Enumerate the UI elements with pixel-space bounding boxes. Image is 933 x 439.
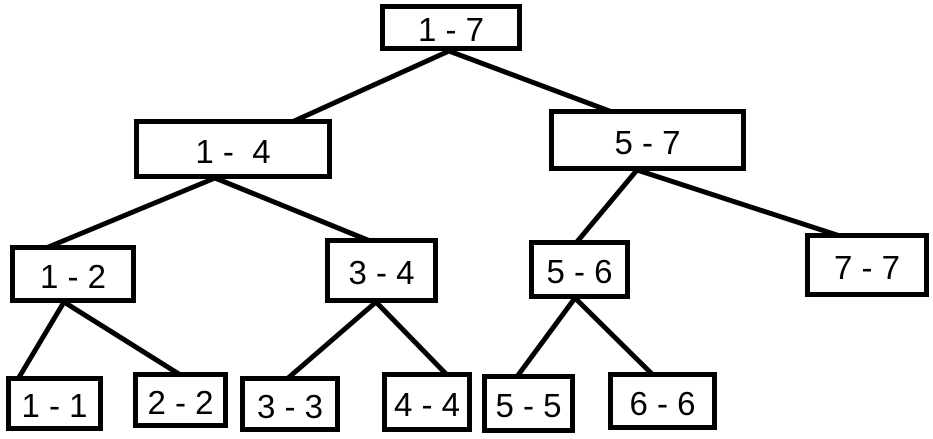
edge-1-2-to-2-2 [62, 299, 184, 379]
node-3-4: 3 - 4 [325, 238, 438, 303]
edge-5-6-to-5-5 [513, 296, 578, 380]
edge-5-6-to-6-6 [573, 296, 656, 378]
edge-1-4-to-1-2 [45, 175, 216, 251]
node-4-4: 4 - 4 [382, 372, 472, 432]
node-1-1: 1 - 1 [6, 376, 103, 431]
node-1-7: 1 - 7 [380, 4, 522, 51]
node-5-5: 5 - 5 [482, 374, 575, 433]
edge-3-4-to-3-3 [285, 300, 378, 381]
edge-3-4-to-4-4 [374, 300, 450, 378]
node-1-4: 1 - 4 [134, 119, 332, 179]
edge-1-2-to-1-1 [15, 300, 67, 381]
node-3-3: 3 - 3 [240, 376, 340, 432]
node-5-7: 5 - 7 [549, 109, 746, 171]
node-6-6: 6 - 6 [608, 372, 717, 430]
edge-1-7-to-1-4 [290, 48, 451, 125]
node-5-6: 5 - 6 [529, 240, 630, 299]
node-2-2: 2 - 2 [133, 372, 228, 428]
node-1-2: 1 - 2 [10, 245, 136, 303]
edge-1-4-to-3-4 [214, 175, 371, 244]
edge-1-7-to-5-7 [448, 48, 613, 115]
edge-5-7-to-7-7 [636, 167, 841, 239]
edge-5-7-to-5-6 [574, 168, 639, 245]
node-7-7: 7 - 7 [805, 233, 929, 297]
